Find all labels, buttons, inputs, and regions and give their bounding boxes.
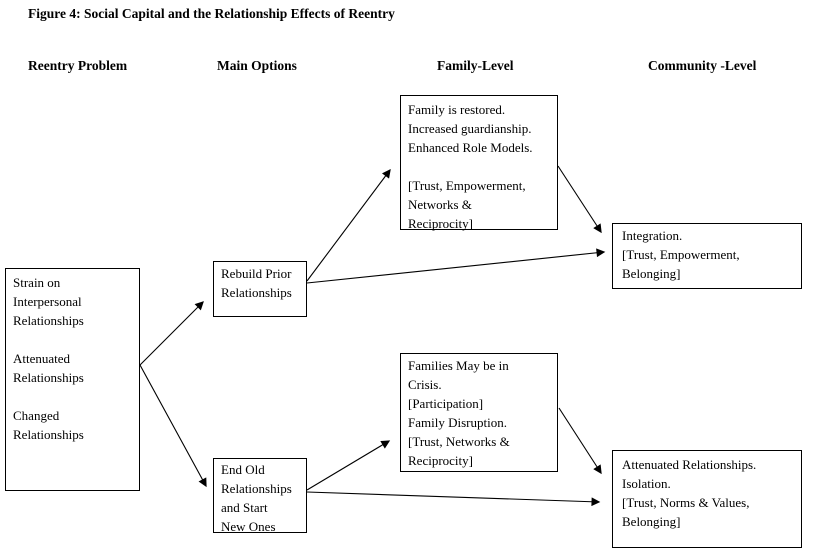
arrow-family-restored-to-integration [557,165,602,234]
box-rebuild-prior-relationships: Rebuild Prior Relationships [213,261,307,317]
column-header-family-level: Family-Level [437,58,514,73]
arrow-problem-to-end-old [139,364,207,488]
column-header-reentry-problem: Reentry Problem [28,58,128,73]
column-header-community-level: Community -Level [648,58,757,73]
box-end-old-relationships: End Old Relationships and Start New Ones [213,458,307,534]
column-header-main-options: Main Options [217,58,297,73]
arrow-rebuild-to-family-restored [306,168,391,282]
box-attenuated-isolation: Attenuated Relationships. Isolation. [Tr… [612,450,802,548]
box-integration: Integration. [Trust, Empowerment, Belong… [612,223,802,289]
box-reentry-problem: Strain on Interpersonal Relationships At… [5,268,140,491]
arrow-end-old-to-attenuated [306,491,601,507]
figure-title: Figure 4: Social Capital and the Relatio… [28,6,395,21]
arrow-end-old-to-family-crisis [306,440,391,491]
arrow-family-crisis-to-attenuated [558,407,602,475]
arrow-problem-to-rebuild [139,301,204,366]
arrow-rebuild-to-integration [306,248,606,284]
box-family-crisis: Families May be in Crisis. [Participatio… [400,353,558,472]
box-family-restored: Family is restored. Increased guardiansh… [400,95,558,231]
